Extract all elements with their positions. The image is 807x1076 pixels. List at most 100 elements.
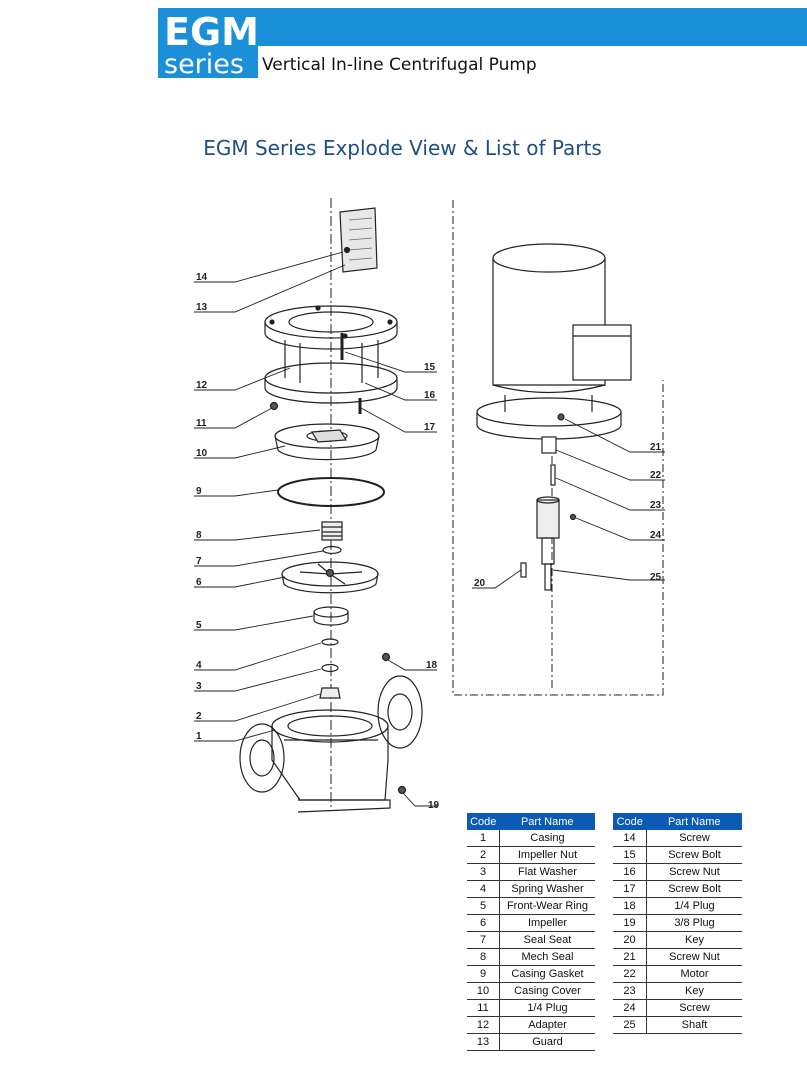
callout-10: 10 — [196, 448, 208, 459]
part-code: 8 — [467, 948, 500, 966]
logo-line2: series — [164, 49, 244, 80]
callout-7: 7 — [196, 556, 202, 567]
callout-13: 13 — [196, 302, 208, 313]
impeller-part — [281, 561, 379, 594]
part-code: 18 — [613, 897, 647, 915]
seal-seat-part — [322, 545, 342, 555]
part-code: 24 — [613, 999, 647, 1017]
mech-seal-part — [321, 521, 343, 541]
callout-23: 23 — [650, 500, 662, 511]
callout-17: 17 — [424, 422, 436, 433]
part-name: Key — [646, 982, 742, 1000]
part-name: Screw Bolt — [646, 880, 742, 898]
part-name: Screw — [646, 830, 742, 847]
part-name: 1/4 Plug — [646, 897, 742, 915]
part-name: Key — [646, 931, 742, 949]
part-name: Screw Bolt — [646, 846, 742, 864]
part-code: 20 — [613, 931, 647, 949]
callout-14: 14 — [196, 272, 208, 283]
header-subtitle: Vertical In-line Centrifugal Pump — [262, 55, 537, 75]
callout-25: 25 — [650, 572, 662, 583]
callout-22: 22 — [650, 470, 662, 481]
part-name: Motor — [646, 965, 742, 983]
part-name: Mech Seal — [499, 948, 595, 966]
impeller-nut-part — [319, 687, 341, 699]
motor-part — [476, 243, 632, 454]
shaft-part — [536, 496, 577, 591]
part-name: Spring Washer — [499, 880, 595, 898]
brand-logo: EGM series — [158, 8, 259, 80]
part-code: 4 — [467, 880, 500, 898]
part-code: 25 — [613, 1016, 647, 1034]
callout-24: 24 — [650, 530, 662, 541]
part-name: Impeller — [499, 914, 595, 932]
casing-cover-part — [274, 423, 380, 461]
part-code: 15 — [613, 846, 647, 864]
column-header-code: Code — [613, 813, 647, 830]
part-name: Screw Nut — [646, 863, 742, 881]
part-name: Casing Cover — [499, 982, 595, 1000]
part-code: 3 — [467, 863, 500, 881]
column-header-part-name: Part Name — [646, 813, 742, 830]
callout-21: 21 — [650, 442, 662, 453]
callout-15: 15 — [424, 362, 436, 373]
flat-washer-part — [321, 663, 339, 673]
part-code: 9 — [467, 965, 500, 983]
callout-19: 19 — [428, 800, 440, 811]
logo-line1: EGM — [164, 10, 259, 54]
callout-18: 18 — [426, 660, 438, 671]
part-name: Casing — [499, 830, 595, 847]
part-code: 22 — [613, 965, 647, 983]
column-header-code: Code — [467, 813, 500, 830]
part-code: 19 — [613, 914, 647, 932]
part-code: 10 — [467, 982, 500, 1000]
part-code: 11 — [467, 999, 500, 1017]
column-header-part-name: Part Name — [499, 813, 595, 830]
part-code: 14 — [613, 830, 647, 847]
part-code: 16 — [613, 863, 647, 881]
part-code: 6 — [467, 914, 500, 932]
callout-5: 5 — [196, 620, 202, 631]
part-code: 5 — [467, 897, 500, 915]
part-code: 2 — [467, 846, 500, 864]
part-code: 12 — [467, 1016, 500, 1034]
header-bar — [258, 8, 807, 46]
part-name: Front-Wear Ring — [499, 897, 595, 915]
casing-part — [239, 675, 423, 813]
guard-part — [339, 207, 378, 273]
part-name: Screw Nut — [646, 948, 742, 966]
page-title: EGM Series Explode View & List of Parts — [0, 136, 807, 160]
page-title-text: EGM Series Explode View & List of Parts — [203, 136, 602, 160]
part-name: Shaft — [646, 1016, 742, 1034]
table-header-row: Code Part Name — [467, 813, 595, 830]
part-code: 13 — [467, 1033, 500, 1051]
spring-washer-part — [321, 638, 339, 646]
part-name: Adapter — [499, 1016, 595, 1034]
callout-20: 20 — [474, 578, 486, 589]
part-code: 7 — [467, 931, 500, 949]
casing-gasket-part — [277, 477, 385, 507]
part-code: 21 — [613, 948, 647, 966]
callout-16: 16 — [424, 390, 436, 401]
